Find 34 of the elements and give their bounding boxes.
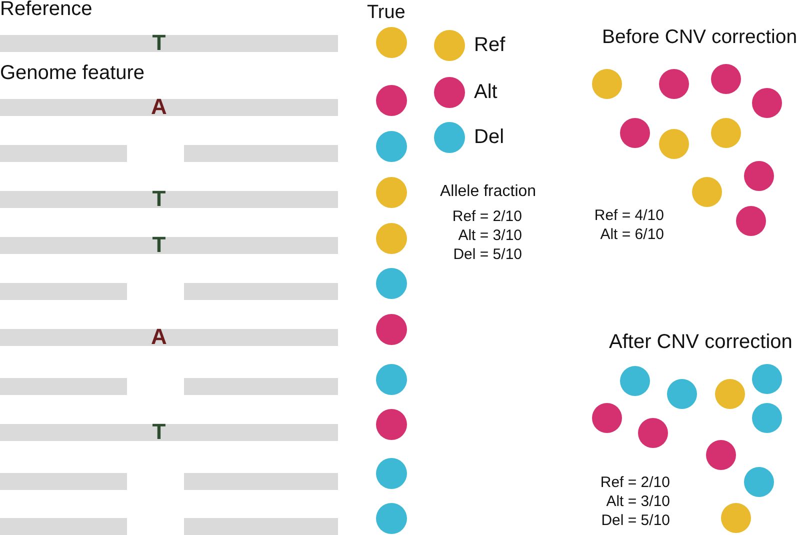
base-letter: T — [152, 421, 166, 443]
panel-title: Before CNV correction — [602, 26, 798, 48]
sequence-bar — [0, 191, 338, 208]
column-heading: True — [367, 2, 406, 24]
fraction-heading: Allele fraction — [440, 182, 536, 202]
base-letter: T — [152, 32, 166, 54]
fraction-value: Del = 5/10 — [601, 512, 670, 530]
fraction-value: Ref = 2/10 — [600, 474, 670, 492]
fraction-value: Del = 5/10 — [453, 246, 522, 264]
split-sequence-bar — [0, 473, 338, 490]
sequence-bar — [0, 35, 338, 52]
base-letter: A — [151, 96, 167, 118]
legend-label: Ref — [474, 34, 506, 56]
sequence-bar — [0, 424, 338, 441]
base-letter: T — [152, 188, 166, 210]
fraction-value: Ref = 4/10 — [594, 207, 664, 225]
legend-label: Alt — [474, 80, 498, 104]
fraction-value: Alt = 3/10 — [606, 493, 670, 511]
fraction-value: Ref = 2/10 — [452, 208, 522, 226]
split-sequence-bar — [0, 378, 338, 395]
base-letter: T — [152, 234, 166, 256]
legend-label: Del — [474, 126, 504, 148]
sequence-bar — [0, 329, 338, 346]
fraction-value: Alt = 3/10 — [458, 227, 522, 245]
split-sequence-bar — [0, 518, 338, 535]
heading: Reference — [0, 0, 92, 20]
panel-title: After CNV correction — [609, 330, 792, 354]
sequence-bar — [0, 237, 338, 254]
split-sequence-bar — [0, 283, 338, 300]
split-sequence-bar — [0, 145, 338, 162]
heading: Genome feature — [0, 62, 145, 84]
sequence-bar — [0, 99, 338, 116]
fraction-value: Alt = 6/10 — [600, 226, 664, 244]
base-letter: A — [151, 326, 167, 348]
